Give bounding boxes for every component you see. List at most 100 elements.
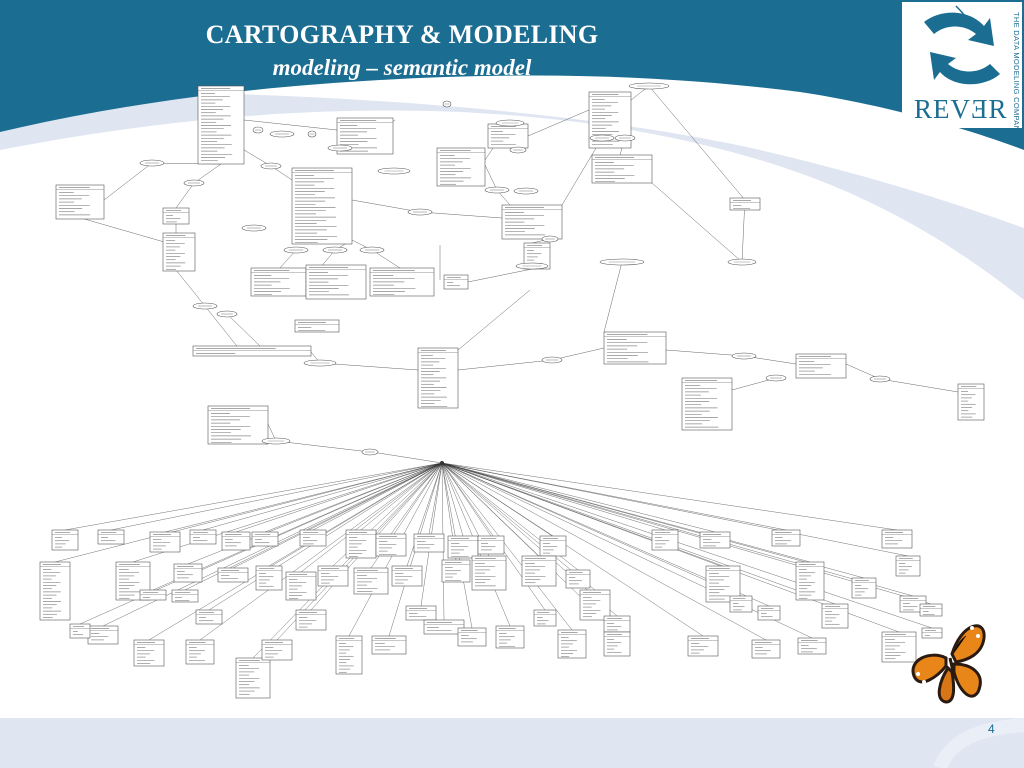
relationship-link [879, 378, 959, 393]
entity-box [371, 635, 407, 655]
relationship-link [319, 362, 419, 371]
hub-link [441, 462, 767, 641]
hub-link [441, 462, 596, 591]
hub-link [110, 462, 443, 531]
entity-box [221, 531, 251, 551]
hub-link [441, 462, 811, 563]
entity-box [579, 589, 611, 621]
relationship-link [371, 451, 443, 464]
relationship-oval [252, 126, 264, 134]
entity-box [921, 627, 943, 639]
hub-link [132, 462, 443, 563]
entity-box [539, 535, 567, 557]
schema-shapes [39, 82, 985, 699]
entity-box [591, 154, 653, 184]
entity-box [97, 529, 125, 545]
entity-box [603, 615, 631, 633]
entity-box [895, 555, 921, 577]
relationship-link [651, 182, 743, 263]
entity-box [189, 529, 217, 545]
entity-box [235, 657, 271, 699]
entity-box [345, 529, 377, 559]
entity-box [487, 123, 529, 149]
entity-box [405, 605, 437, 621]
entity-box [391, 565, 423, 587]
hub-link [268, 462, 443, 567]
entity-box [162, 232, 196, 272]
page-number: 4 [988, 722, 995, 736]
relationship-link [603, 261, 623, 333]
relationship-oval [484, 186, 510, 194]
entity-box [699, 531, 731, 549]
entity-box [294, 319, 340, 333]
entity-box [162, 207, 190, 225]
entity-box [729, 197, 761, 211]
entity-box [305, 264, 367, 300]
entity-box [436, 147, 486, 187]
entity-box [757, 605, 781, 621]
entity-box [207, 405, 269, 445]
hub-link [235, 462, 443, 533]
relationship-links [54, 85, 959, 659]
relationship-oval [541, 356, 563, 364]
relationship-oval [377, 167, 411, 175]
relationship-oval [261, 437, 291, 445]
entity-box [87, 625, 119, 645]
entity-box [651, 529, 679, 551]
entity-box [317, 565, 349, 587]
hub-link [441, 462, 932, 605]
logo-wordmark: REVƎR [914, 94, 1008, 124]
entity-box [51, 529, 79, 551]
relationship-oval [442, 100, 452, 108]
entity-box [771, 529, 801, 547]
entity-box [919, 603, 943, 617]
entity-box [369, 267, 435, 297]
relationship-link [419, 211, 503, 219]
hub-link [441, 462, 742, 597]
hub-link [441, 462, 933, 629]
relationship-oval [327, 144, 353, 152]
entity-box [957, 383, 985, 421]
entity-box [250, 267, 307, 297]
relationship-link [351, 199, 421, 213]
entity-box [533, 609, 557, 627]
hub-link [428, 462, 443, 535]
rever-arrows-logo-icon [924, 5, 1000, 85]
relationship-link [527, 109, 590, 137]
relationship-link [193, 163, 222, 184]
hub-link [54, 462, 443, 563]
rever-logo [902, 2, 1022, 128]
hub-link [441, 462, 787, 531]
entity-box [133, 639, 165, 667]
entity-box [821, 603, 849, 629]
entity-box [457, 627, 487, 647]
entity-box [557, 629, 587, 659]
entity-box [681, 377, 733, 431]
entity-box [521, 555, 557, 587]
relationship-oval [599, 258, 645, 266]
relationship-link [457, 359, 553, 371]
entity-box [795, 561, 825, 601]
logo-tagline: THE DATA MODELING COMPANY [1012, 12, 1021, 137]
entity-box [443, 274, 469, 290]
hub-link [441, 462, 898, 531]
relationship-oval [303, 359, 337, 367]
entity-box [881, 529, 913, 549]
entity-box [251, 531, 279, 547]
entity-box [603, 631, 631, 657]
relationship-oval [589, 134, 615, 142]
entity-box [417, 347, 459, 409]
slide-subtitle: modeling – semantic model [272, 55, 532, 80]
entity-box [255, 565, 283, 591]
relationship-oval [407, 208, 433, 216]
relationship-oval [216, 310, 238, 318]
hub-link [232, 462, 443, 569]
relationship-link [243, 119, 338, 131]
entity-box [881, 631, 917, 663]
entity-box [195, 609, 223, 625]
hub-link [202, 462, 443, 531]
footer-swirl [933, 718, 1024, 768]
entity-box [149, 531, 181, 553]
relationship-oval [269, 130, 295, 138]
